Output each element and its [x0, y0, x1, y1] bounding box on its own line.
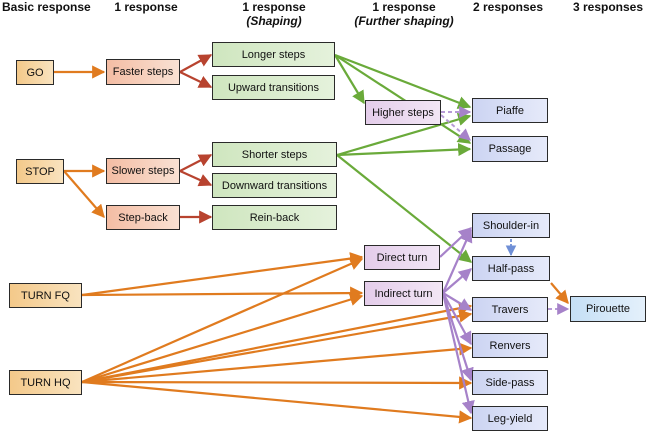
node-direct-turn: Direct turn — [364, 245, 440, 270]
node-shoulder-in: Shoulder-in — [472, 213, 550, 238]
arrow-hq-direct — [81, 257, 364, 384]
node-stop: STOP — [16, 159, 64, 184]
arrow-stop-stepback — [63, 170, 105, 218]
node-higher-steps: Higher steps — [365, 100, 441, 125]
arrow-hq-indirect — [81, 293, 364, 384]
node-downward-transitions: Downward transitions — [212, 173, 337, 198]
arrow-faster-longer — [179, 54, 213, 73]
header-further-shaping: 1 response (Further shaping) — [346, 0, 462, 28]
arrow-indirect-travers — [442, 292, 473, 311]
arrow-fq-indirect — [81, 286, 364, 300]
node-step-back: Step-back — [106, 205, 180, 230]
node-pirouette: Pirouette — [570, 296, 646, 322]
node-upward-transitions: Upward transitions — [212, 75, 335, 100]
arrow-hq-renvers — [81, 342, 473, 384]
node-rein-back: Rein-back — [212, 205, 337, 230]
arrow-shorter-halfpass — [336, 154, 473, 263]
arrow-indirect-renvers — [442, 292, 472, 346]
arrow-longer-higher — [334, 54, 365, 105]
header-further-shaping-title: 1 response — [372, 0, 436, 14]
node-turn-hq: TURN HQ — [9, 370, 82, 395]
node-shorter-steps: Shorter steps — [212, 142, 337, 167]
node-side-pass: Side-pass — [472, 370, 548, 395]
node-travers: Travers — [472, 297, 548, 322]
header-shaping-sub: (Shaping) — [246, 14, 302, 28]
header-1-response: 1 response — [114, 0, 178, 14]
node-longer-steps: Longer steps — [212, 42, 335, 67]
arrow-indirect-halfpass — [442, 268, 473, 294]
node-indirect-turn: Indirect turn — [364, 281, 443, 306]
arrow-longer-passage — [334, 54, 472, 144]
header-basic-response: Basic response — [2, 0, 91, 14]
arrow-indirect-legyield — [441, 292, 475, 415]
arrow-shorter-piaffe — [336, 113, 472, 157]
arrow-indirect-sidepass — [441, 292, 474, 382]
node-renvers: Renvers — [472, 333, 548, 358]
arrow-hq-legyield — [81, 380, 473, 424]
arrow-halfpass-pirouette — [550, 282, 569, 305]
node-passage: Passage — [472, 136, 548, 162]
node-half-pass: Half-pass — [472, 256, 550, 281]
node-go: GO — [16, 60, 54, 85]
header-shaping-title: 1 response — [242, 0, 306, 14]
node-piaffe: Piaffe — [472, 98, 548, 123]
header-2-responses: 2 responses — [472, 0, 544, 14]
header-3-responses: 3 responses — [572, 0, 644, 14]
arrow-slower-shorter — [179, 154, 213, 172]
arrow-shorter-passage — [336, 142, 472, 157]
header-further-shaping-sub: (Further shaping) — [354, 14, 454, 28]
node-turn-fq: TURN FQ — [9, 283, 82, 308]
arrow-longer-piaffe — [334, 53, 472, 109]
arrow-indirect-shoulderin — [441, 228, 473, 294]
arrow-hq-sidepass — [81, 376, 473, 390]
node-slower-steps: Slower steps — [106, 158, 180, 184]
arrow-higher-passage — [440, 114, 471, 141]
node-faster-steps: Faster steps — [106, 59, 180, 85]
arrow-fq-direct — [81, 252, 364, 297]
arrow-hq-travers-2 — [81, 309, 473, 384]
arrow-slower-downward — [179, 169, 213, 187]
header-shaping: 1 response (Shaping) — [222, 0, 326, 28]
arrow-faster-upward — [179, 71, 213, 88]
arrow-hq-travers-1 — [81, 301, 473, 384]
node-leg-yield: Leg-yield — [472, 406, 548, 431]
